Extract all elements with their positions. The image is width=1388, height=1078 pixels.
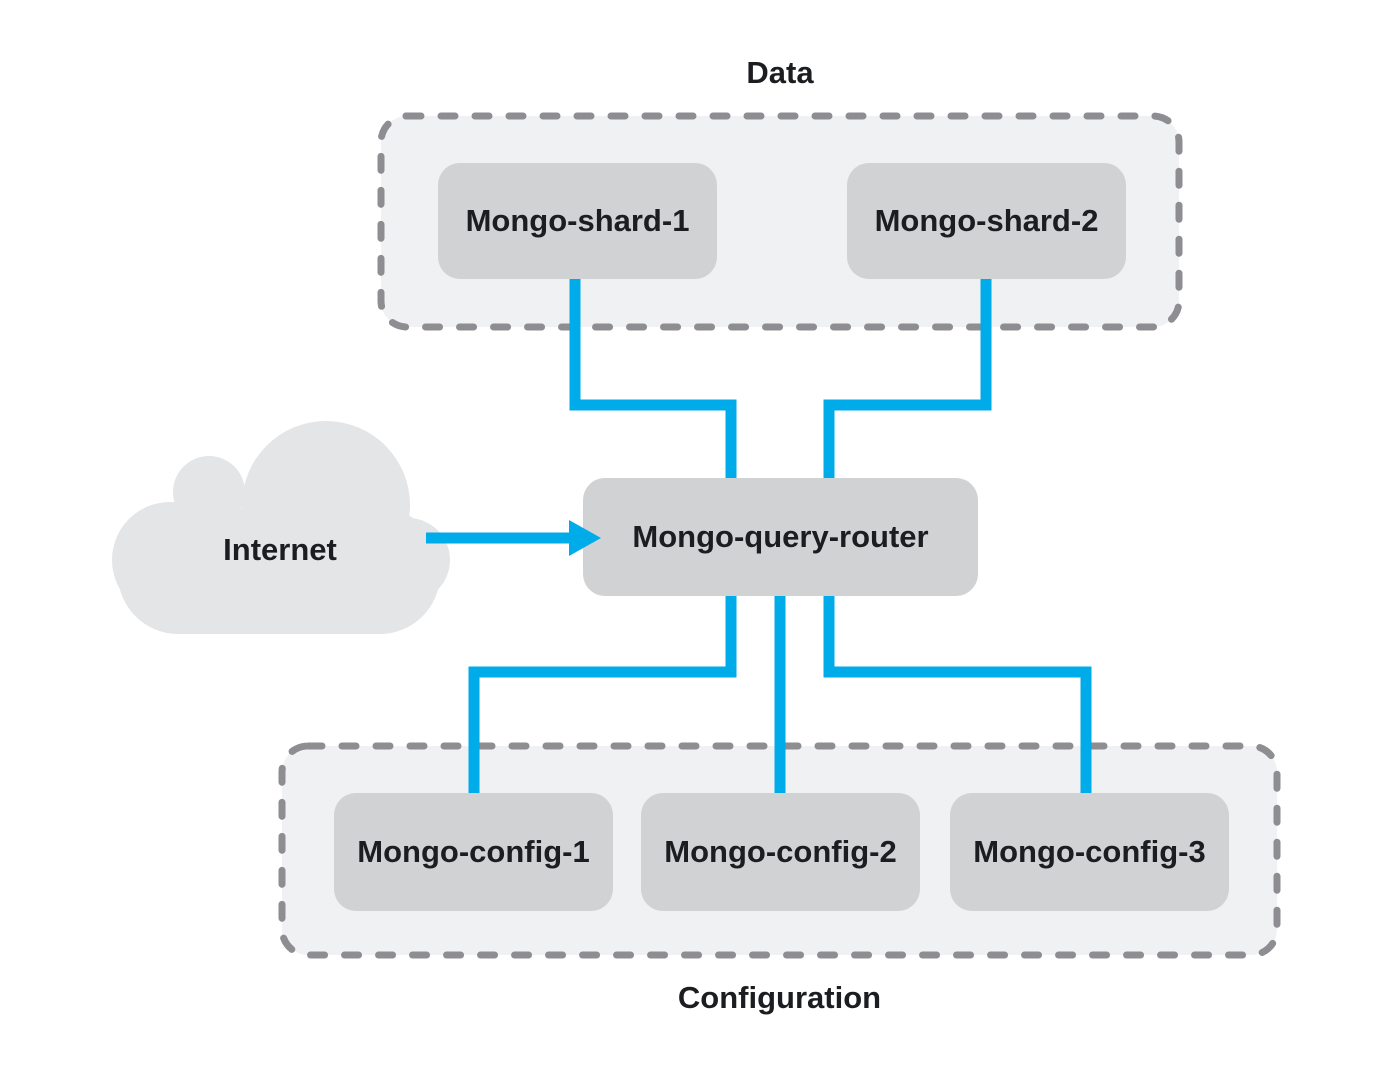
node-mongo-query-router-label: Mongo-query-router	[632, 519, 929, 554]
configuration-group-label: Configuration	[677, 980, 882, 1015]
internet-label: Internet	[223, 532, 337, 567]
cloud-icon	[112, 421, 450, 634]
node-mongo-config-3-label: Mongo-config-3	[973, 834, 1206, 869]
connector-router-config3	[823, 590, 1092, 800]
node-mongo-config-2: Mongo-config-2	[641, 793, 920, 911]
node-mongo-shard-2-label: Mongo-shard-2	[874, 203, 1099, 238]
node-mongo-shard-1-label: Mongo-shard-1	[465, 203, 690, 238]
node-mongo-shard-1: Mongo-shard-1	[438, 163, 717, 279]
connector-shard2-router	[823, 273, 992, 486]
node-mongo-config-1-label: Mongo-config-1	[357, 834, 590, 869]
node-mongo-config-1: Mongo-config-1	[334, 793, 613, 911]
connector-router-config1	[468, 590, 737, 800]
connector-shard1-router	[569, 273, 737, 486]
data-group-label: Data	[746, 55, 814, 90]
node-mongo-query-router: Mongo-query-router	[583, 478, 978, 596]
node-mongo-config-2-label: Mongo-config-2	[664, 834, 897, 869]
node-mongo-shard-2: Mongo-shard-2	[847, 163, 1126, 279]
node-mongo-config-3: Mongo-config-3	[950, 793, 1229, 911]
